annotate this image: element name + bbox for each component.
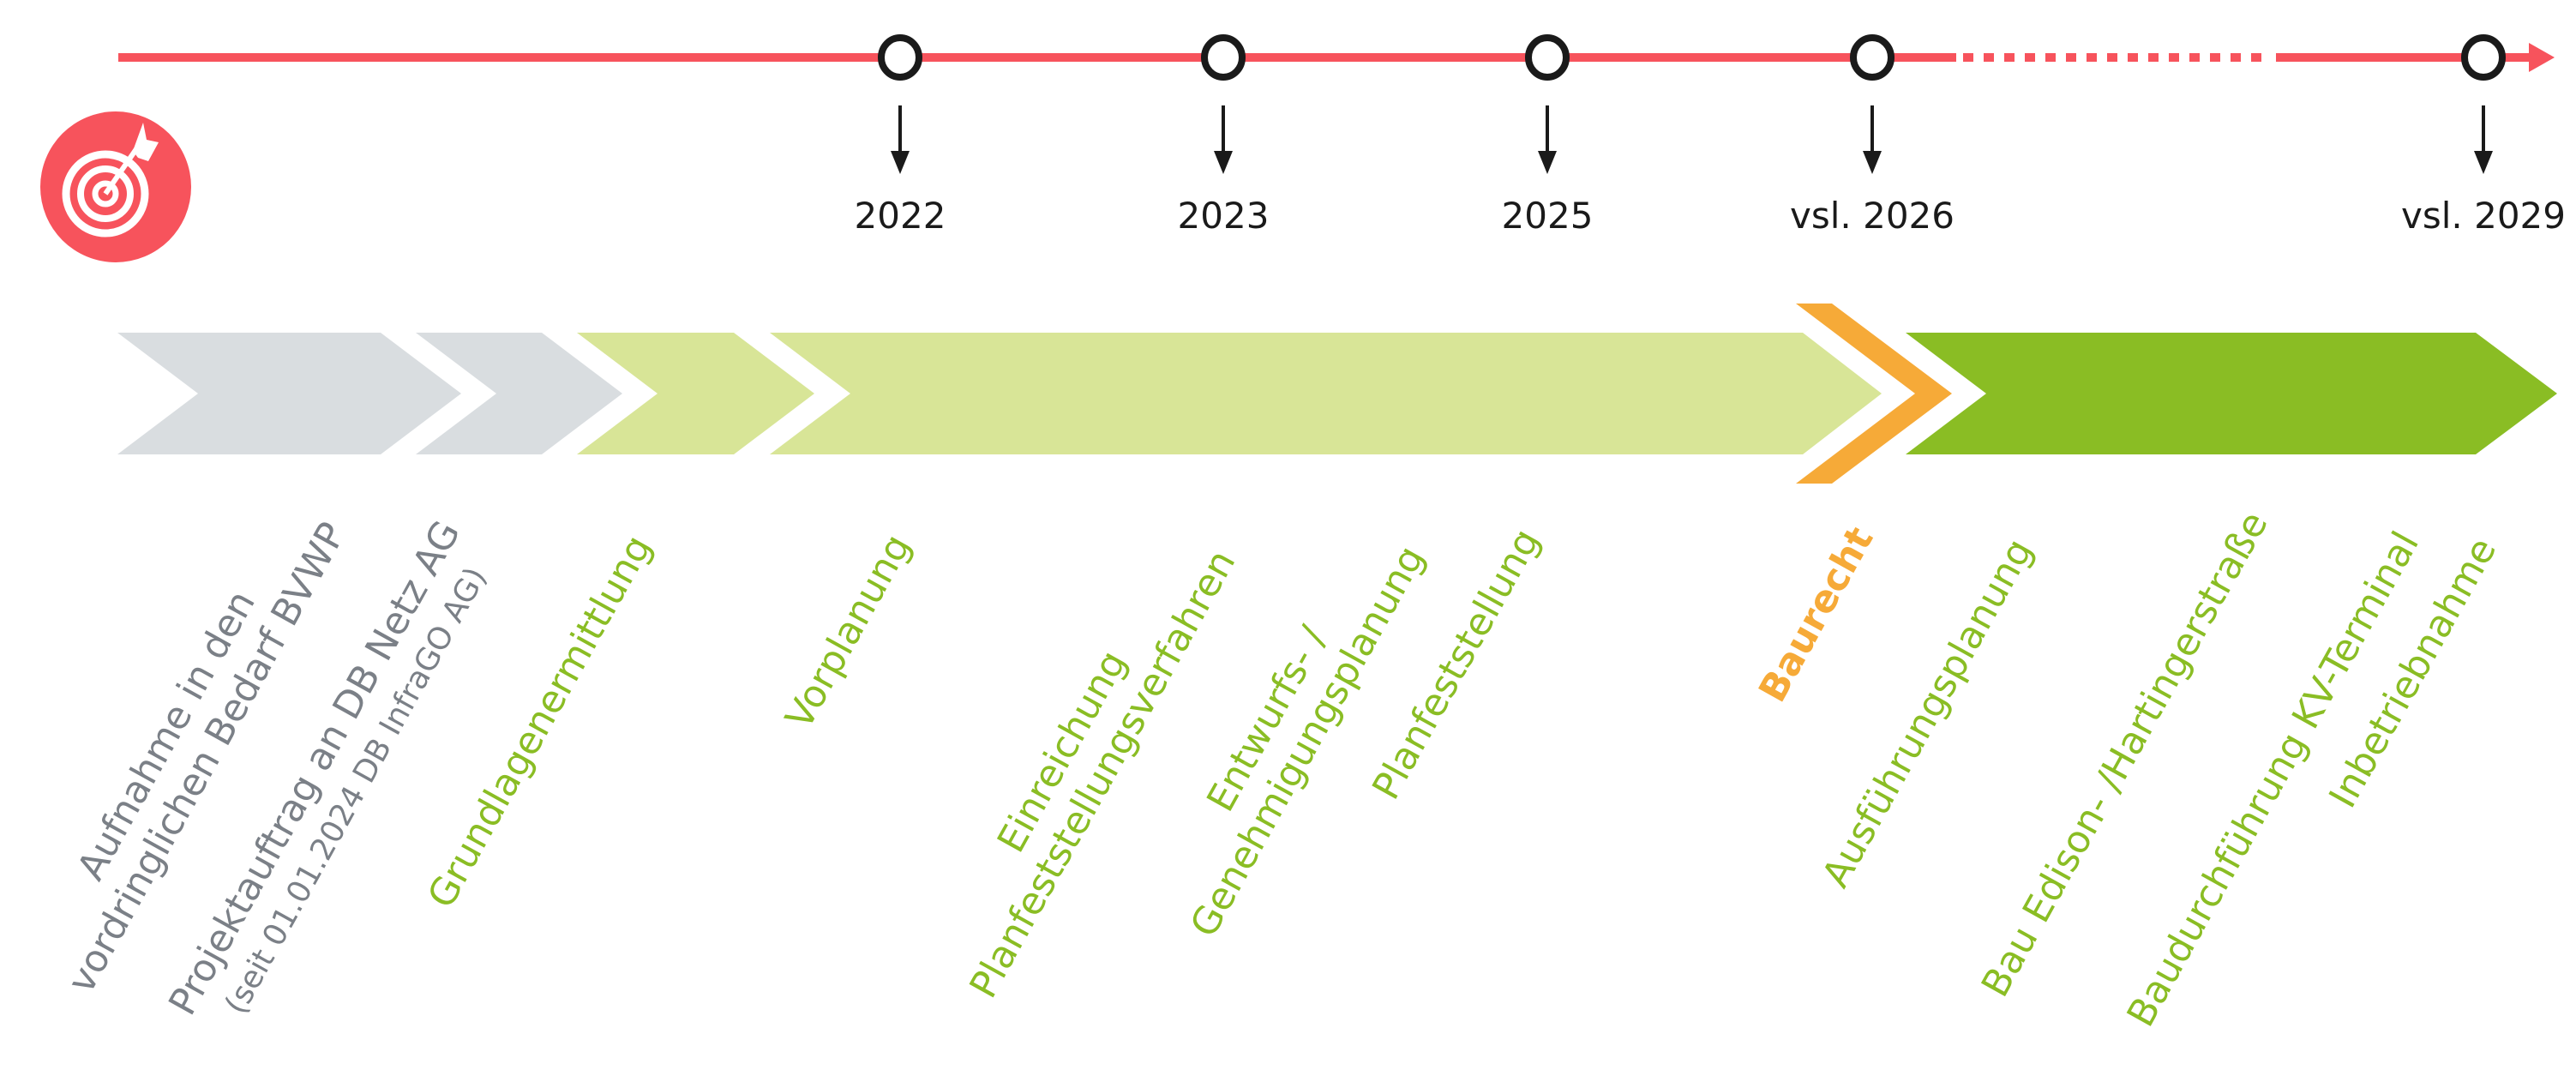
milestone-year: vsl. 2029 bbox=[2401, 195, 2566, 237]
chevron-planning-2 bbox=[770, 333, 1882, 454]
target-arrow-icon bbox=[40, 111, 191, 262]
milestone-circle-icon bbox=[1525, 34, 1570, 81]
milestone-year: vsl. 2026 bbox=[1790, 195, 1955, 237]
phase-label: Baudurchführung KV-Terminal bbox=[2119, 525, 2428, 1034]
down-arrow-icon bbox=[891, 151, 910, 174]
timeline-arrowhead-icon bbox=[2529, 43, 2555, 72]
down-arrow-icon bbox=[1214, 151, 1233, 174]
phase-label-line: Baurecht bbox=[1750, 520, 1882, 709]
timeline-axis bbox=[118, 43, 2555, 72]
milestone-circle-icon bbox=[878, 34, 922, 81]
phase-chevrons bbox=[117, 304, 2557, 484]
milestone-circle-icon bbox=[1201, 34, 1246, 81]
down-arrow-icon bbox=[1538, 151, 1557, 174]
milestone-year: 2023 bbox=[1178, 195, 1270, 237]
phase-label-line: Baudurchführung KV-Terminal bbox=[2119, 525, 2428, 1034]
milestone: vsl. 2026 bbox=[1790, 34, 1955, 237]
down-arrow-icon bbox=[2474, 151, 2493, 174]
milestone: 2022 bbox=[855, 34, 946, 237]
phase-label: Baurecht bbox=[1750, 520, 1882, 709]
phase-label-line: Planfeststellungsverfahren bbox=[962, 543, 1245, 1005]
milestone-year: 2022 bbox=[855, 195, 946, 237]
phase-label-line: Vorplanung bbox=[778, 527, 920, 736]
chevron-milestone-baurecht bbox=[1796, 304, 1952, 484]
chevron-done-1 bbox=[117, 333, 461, 454]
timeline-solid-segment bbox=[118, 53, 1956, 62]
chevron-planning-1 bbox=[577, 333, 814, 454]
chevron-done-2 bbox=[416, 333, 622, 454]
milestone-year: 2025 bbox=[1502, 195, 1594, 237]
timeline-solid-segment bbox=[2276, 53, 2533, 62]
phase-label: Vorplanung bbox=[778, 527, 920, 736]
milestone: 2025 bbox=[1502, 34, 1594, 237]
milestone: 2023 bbox=[1178, 34, 1270, 237]
milestone-circle-icon bbox=[1850, 34, 1894, 81]
milestone: vsl. 2029 bbox=[2401, 34, 2566, 237]
milestone-circle-icon bbox=[2461, 34, 2506, 81]
chevron-construction bbox=[1906, 333, 2557, 454]
down-arrow-icon bbox=[1863, 151, 1882, 174]
